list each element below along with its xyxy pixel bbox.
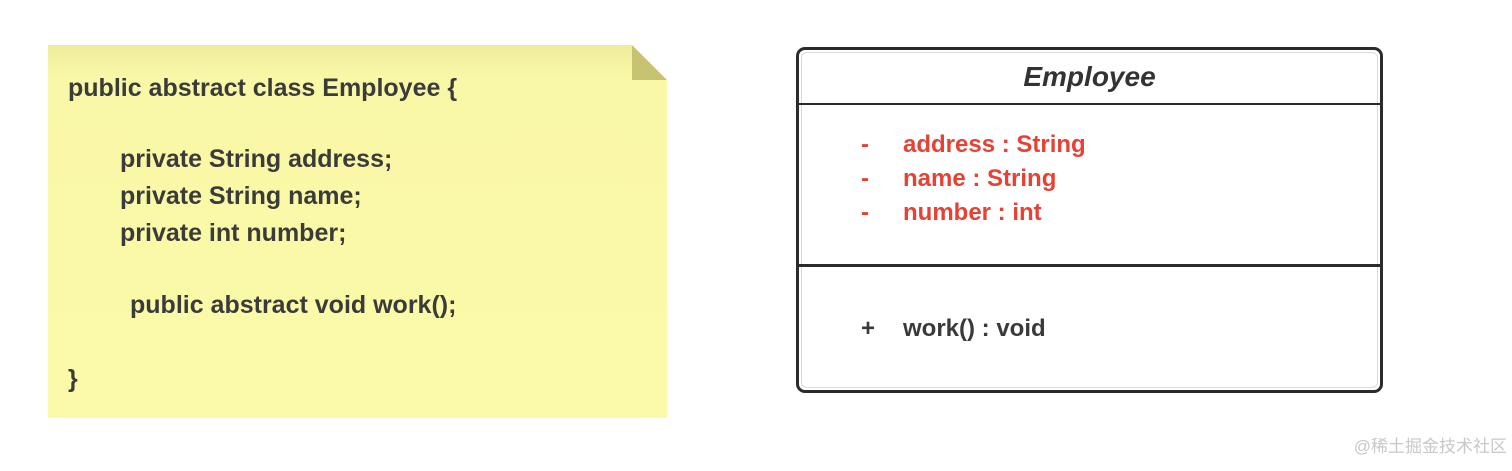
sticky-note: public abstract class Employee { private… [48, 45, 667, 418]
uml-class-box: Employee - address : String - name : Str… [796, 47, 1383, 393]
uml-attribute-row: - number : int [861, 196, 1380, 230]
visibility-private-symbol: - [861, 131, 869, 158]
code-line-class-declaration: public abstract class Employee { [68, 74, 458, 102]
watermark: @稀土掘金技术社区 [1353, 437, 1507, 456]
uml-attribute-row: - name : String [861, 162, 1380, 196]
uml-class-name-section: Employee [799, 50, 1380, 105]
uml-attribute-row: - address : String [861, 128, 1380, 162]
uml-class-name: Employee [1023, 60, 1156, 92]
visibility-private-symbol: - [861, 199, 869, 226]
attribute-signature: address : String [903, 131, 1086, 158]
method-signature: work() : void [903, 314, 1046, 342]
folded-corner-icon [632, 45, 667, 80]
attribute-signature: name : String [903, 165, 1057, 192]
uml-attributes-section: - address : String - name : String - num… [799, 105, 1380, 267]
code-snippet: public abstract class Employee { private… [48, 45, 667, 418]
code-line-field-name: private String name; [120, 182, 362, 210]
code-line-field-number: private int number; [120, 219, 347, 247]
attribute-signature: number : int [903, 199, 1042, 226]
code-line-abstract-method: public abstract void work(); [130, 291, 457, 319]
uml-methods-section: + work() : void [799, 267, 1380, 390]
visibility-private-symbol: - [861, 165, 869, 192]
uml-method-row: + work() : void [861, 312, 1046, 346]
code-line-field-address: private String address; [120, 145, 393, 173]
visibility-public-symbol: + [861, 314, 876, 342]
code-line-closing-brace: } [68, 365, 78, 393]
